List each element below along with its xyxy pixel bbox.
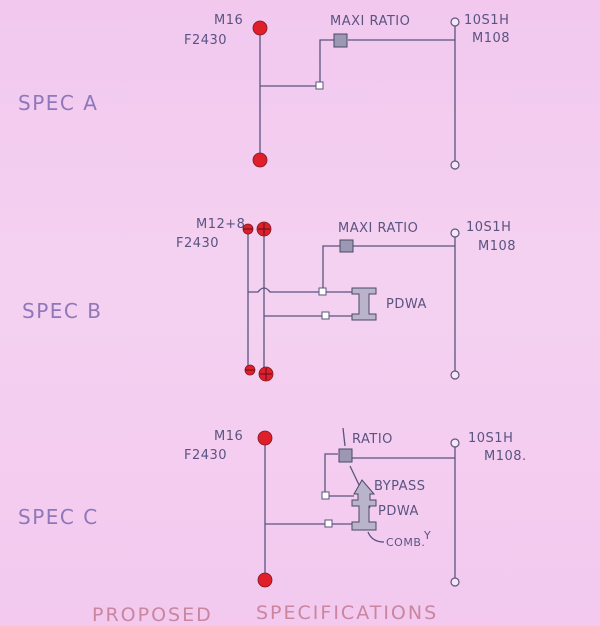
spec-a-right-code-1: 10S1H (464, 13, 509, 28)
spec-a-left-code-1: M16 (214, 13, 243, 28)
spec-b-valve-label: PDWA (386, 297, 427, 312)
spec-c-right-code-2: M108. (484, 449, 527, 464)
spec-b-upper-branch (248, 287, 356, 293)
spec-c-combination-valve (351, 479, 377, 531)
spec-c-right-code-1: 10S1H (468, 431, 513, 446)
spec-a-ratio-box (333, 33, 348, 48)
spec-b-top-right-terminal (256, 221, 272, 237)
spec-b-riser-line (322, 245, 340, 292)
spec-c-junction-node-upper (321, 491, 330, 500)
spec-c-bypass-label: BYPASS (374, 479, 426, 494)
spec-c-left-code-2: F2430 (184, 448, 227, 463)
spec-c-diagram: SPEC C M16 F2430 RATIO BYPASS PDWA COMB.… (18, 427, 527, 588)
spec-c-top-red-terminal (257, 430, 273, 446)
spec-a-junction-node (315, 81, 324, 90)
spec-c-comb-label: COMB. (386, 536, 425, 549)
spec-c-label: SPEC C (18, 505, 99, 529)
spec-c-comb-sup: Y (423, 529, 431, 542)
spec-c-comb-pointer (367, 531, 385, 543)
spec-c-bottom-red-terminal (257, 572, 273, 588)
spec-b-top-left-terminal (242, 223, 254, 235)
spec-c-junction-node-lower (324, 519, 333, 528)
footer-proposed: PROPOSED (92, 604, 213, 626)
spec-a-box-label: MAXI RATIO (330, 14, 410, 29)
spec-c-valve-label: PDWA (378, 504, 419, 519)
spec-b-pdwa-valve (351, 287, 377, 321)
spec-a-right-code-2: M108 (472, 31, 510, 46)
spec-a-bottom-red-terminal (252, 152, 268, 168)
spec-a-label: SPEC A (18, 91, 98, 115)
spec-a-top-open-terminal (450, 17, 460, 27)
spec-c-top-open-terminal (450, 438, 460, 448)
spec-c-box-label: RATIO (352, 432, 393, 447)
spec-b-junction-node-upper (318, 287, 327, 296)
spec-c-ratio-pointer (342, 427, 346, 447)
spec-c-bottom-open-terminal (450, 577, 460, 587)
spec-c-bypass-loop (324, 453, 354, 497)
spec-b-top-open-terminal (450, 228, 460, 238)
spec-a-top-red-terminal (252, 20, 268, 36)
spec-a-diagram: SPEC A M16 F2430 MAXI RATIO 10S1H M108 (18, 13, 510, 170)
spec-a-left-code-2: F2430 (184, 33, 227, 48)
spec-b-right-code-1: 10S1H (466, 220, 511, 235)
spec-a-bottom-open-terminal (450, 160, 460, 170)
spec-a-riser-line (319, 39, 340, 86)
spec-c-left-code-1: M16 (214, 429, 243, 444)
spec-b-left-code-2: F2430 (176, 236, 219, 251)
spec-b-label: SPEC B (22, 299, 102, 323)
spec-b-ratio-box (339, 239, 354, 253)
spec-b-junction-node-lower (321, 311, 330, 320)
spec-b-bottom-open-terminal (450, 370, 460, 380)
spec-c-ratio-box (338, 448, 353, 463)
spec-b-left-code-1: M12+8 (196, 217, 245, 232)
spec-b-bottom-right-terminal (258, 366, 274, 382)
spec-b-bottom-left-terminal (244, 364, 256, 376)
spec-b-box-label: MAXI RATIO (338, 221, 418, 236)
spec-b-diagram: SPEC B M12+8 F2430 MAXI RATIO PDWA 10S1H… (22, 217, 516, 382)
spec-b-right-code-2: M108 (478, 239, 516, 254)
footer-specifications: SPECIFICATIONS (256, 602, 438, 624)
